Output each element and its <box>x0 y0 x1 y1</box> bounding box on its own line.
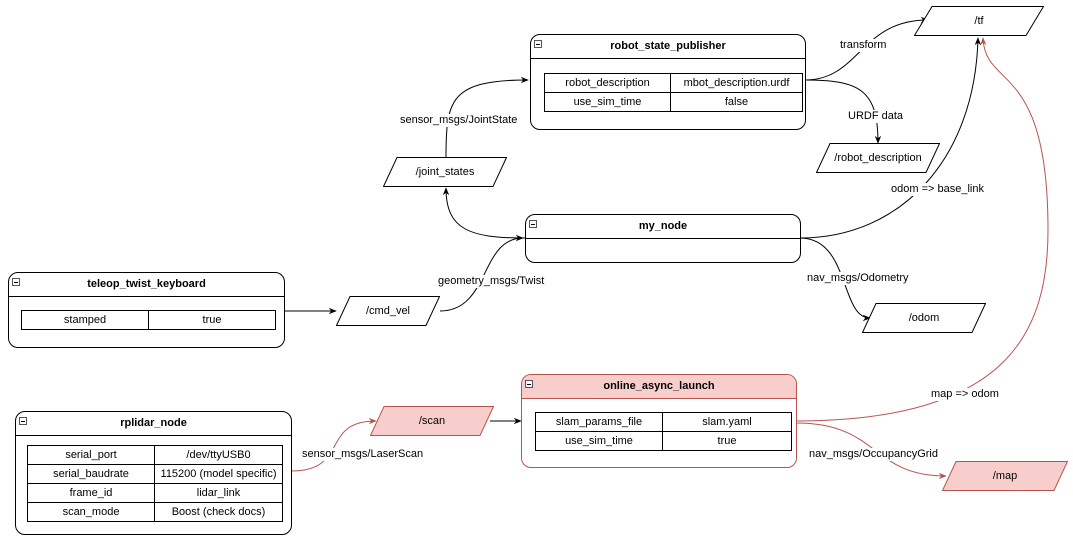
node-title: robot_state_publisher <box>610 40 726 52</box>
topic-robot-description[interactable]: /robot_description <box>816 143 940 173</box>
edge-label-odom-base-link: odom => base_link <box>890 183 985 196</box>
node-header: rplidar_node <box>16 412 291 436</box>
param-key: frame_id <box>27 483 155 503</box>
topic-tf-label: /tf <box>974 15 984 27</box>
node-title: online_async_launch <box>603 380 715 392</box>
node-my-node[interactable]: my_node <box>525 214 801 263</box>
edge-label-occupancy-grid: nav_msgs/OccupancyGrid <box>808 448 939 461</box>
edge-label-joint-state: sensor_msgs/JointState <box>399 114 519 127</box>
edge-label-laser-scan: sensor_msgs/LaserScan <box>301 448 425 461</box>
param-value: true <box>662 431 792 451</box>
edge-label-map-odom: map => odom <box>930 388 1000 401</box>
edge-odom-base-link <box>799 37 982 239</box>
param-table: serial_port /dev/ttyUSB0 serial_baudrate… <box>27 445 283 522</box>
edge-label-odometry: nav_msgs/Odometry <box>806 272 910 285</box>
edge-twist <box>439 234 524 312</box>
param-value: Boost (check docs) <box>154 502 283 522</box>
param-table: stamped true <box>21 310 276 330</box>
edge-label-urdf-data: URDF data <box>847 110 905 123</box>
edge-label-twist: geometry_msgs/Twist <box>437 275 546 288</box>
topic-map[interactable]: /map <box>942 461 1068 491</box>
param-row: scan_mode Boost (check docs) <box>27 502 283 522</box>
param-value: mbot_description.urdf <box>670 73 803 93</box>
param-key: use_sim_time <box>544 92 671 112</box>
edge-laser-scan <box>290 417 377 472</box>
param-table: robot_description mbot_description.urdf … <box>544 73 803 112</box>
edge-label-transform: transform <box>839 39 888 52</box>
edge-joint-state <box>445 76 529 158</box>
param-row: serial_baudrate 115200 (model specific) <box>27 464 283 484</box>
node-robot-state-publisher[interactable]: robot_state_publisher robot_description … <box>530 34 806 130</box>
param-row: frame_id lidar_link <box>27 483 283 503</box>
node-rplidar[interactable]: rplidar_node serial_port /dev/ttyUSB0 se… <box>15 411 292 535</box>
node-title: teleop_twist_keyboard <box>87 278 206 290</box>
topic-tf[interactable]: /tf <box>914 6 1044 36</box>
param-key: stamped <box>21 310 149 330</box>
param-row: slam_params_file slam.yaml <box>535 412 792 432</box>
node-teleop-twist-keyboard[interactable]: teleop_twist_keyboard stamped true <box>8 272 285 348</box>
collapse-icon[interactable] <box>19 417 27 425</box>
param-row: serial_port /dev/ttyUSB0 <box>27 445 283 465</box>
topic-cmd-vel[interactable]: /cmd_vel <box>336 296 440 326</box>
param-value: /dev/ttyUSB0 <box>154 445 283 465</box>
edge-my-node-joint-states <box>442 187 526 239</box>
topic-odom-label: /odom <box>908 312 940 324</box>
topic-joint-states[interactable]: /joint_states <box>383 157 507 187</box>
param-key: serial_port <box>27 445 155 465</box>
param-key: use_sim_time <box>535 431 663 451</box>
topic-scan-label: /scan <box>418 415 446 427</box>
node-header: robot_state_publisher <box>531 35 805 59</box>
topic-odom[interactable]: /odom <box>862 303 986 333</box>
param-key: slam_params_file <box>535 412 663 432</box>
param-row: robot_description mbot_description.urdf <box>544 73 803 93</box>
node-header: teleop_twist_keyboard <box>9 273 284 297</box>
param-table: slam_params_file slam.yaml use_sim_time … <box>535 412 792 451</box>
node-online-async-launch[interactable]: online_async_launch slam_params_file sla… <box>521 374 797 468</box>
topic-map-label: /map <box>992 470 1018 482</box>
topic-cmd-vel-label: /cmd_vel <box>365 305 411 317</box>
topic-scan[interactable]: /scan <box>370 406 494 436</box>
param-key: robot_description <box>544 73 671 93</box>
param-value: false <box>670 92 803 112</box>
edge-urdf-data <box>804 79 882 144</box>
edge-map-odom <box>795 37 1049 422</box>
param-row: stamped true <box>21 310 276 330</box>
param-value: true <box>148 310 276 330</box>
param-value: lidar_link <box>154 483 283 503</box>
param-key: serial_baudrate <box>27 464 155 484</box>
collapse-icon[interactable] <box>525 380 533 388</box>
collapse-icon[interactable] <box>529 220 537 228</box>
param-value: slam.yaml <box>662 412 792 432</box>
topic-joint-states-label: /joint_states <box>415 166 475 178</box>
param-row: use_sim_time true <box>535 431 792 451</box>
node-header: my_node <box>526 215 800 239</box>
node-title: my_node <box>638 220 688 232</box>
topic-robot-description-label: /robot_description <box>834 152 922 164</box>
node-header: online_async_launch <box>522 375 796 399</box>
collapse-icon[interactable] <box>12 278 20 286</box>
node-title: rplidar_node <box>120 417 187 429</box>
param-row: use_sim_time false <box>544 92 803 112</box>
param-value: 115200 (model specific) <box>154 464 283 484</box>
param-key: scan_mode <box>27 502 155 522</box>
collapse-icon[interactable] <box>534 40 542 48</box>
